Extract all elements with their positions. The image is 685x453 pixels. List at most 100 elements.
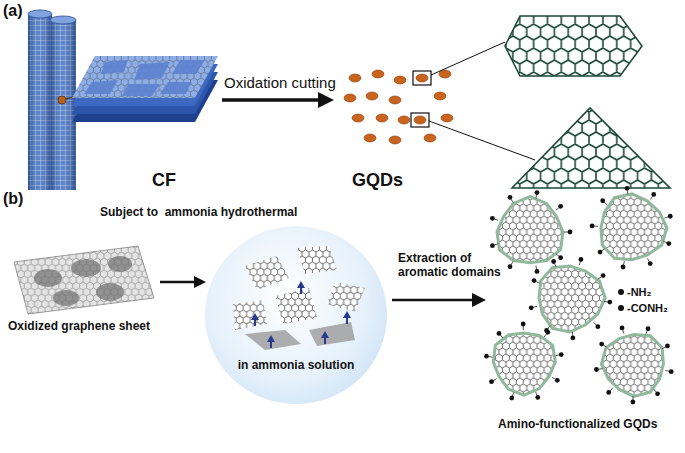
legend-row: -NH₂ <box>618 286 668 298</box>
functional-group <box>551 259 556 264</box>
gqd-lattice <box>601 194 667 260</box>
bond-line <box>535 195 537 199</box>
amino-gqds <box>484 186 674 404</box>
graphene-fragment <box>327 282 365 312</box>
functional-group <box>490 243 495 248</box>
bond-line <box>654 389 656 392</box>
legend-text: -NH₂ <box>627 286 651 298</box>
bond-line <box>646 331 647 335</box>
functional-group <box>599 342 604 347</box>
panel-letter: (b) <box>3 190 23 208</box>
arrow-label: Oxidation cutting <box>224 74 336 91</box>
graphene-fragment <box>297 246 337 274</box>
fragments <box>205 226 387 404</box>
panel-letter: (a) <box>3 2 23 20</box>
gqd-body <box>539 266 605 332</box>
bond-line <box>500 335 503 338</box>
gqd-lattice <box>497 197 563 263</box>
functional-group <box>521 322 526 327</box>
graphene-fragment <box>297 246 337 274</box>
bond-line <box>511 261 513 264</box>
bond-line <box>511 199 513 202</box>
part-label: GQDs <box>352 170 403 191</box>
bond-line <box>533 306 537 308</box>
bond-line <box>627 190 628 194</box>
bond-line <box>544 334 547 337</box>
gqd-dots <box>344 70 453 144</box>
functional-group <box>489 379 494 384</box>
functional-group <box>651 192 656 197</box>
bond-line <box>610 388 613 391</box>
bond-line <box>623 330 624 334</box>
bond-line <box>554 263 556 267</box>
arrow-label: Extraction of aromatic domains <box>398 252 510 280</box>
gqd-body <box>497 197 563 263</box>
gqd-body <box>601 334 663 396</box>
gqd-body <box>601 194 667 260</box>
functional-group <box>648 261 653 266</box>
functional-group <box>668 214 673 219</box>
bond-line <box>555 354 559 356</box>
bond-line <box>493 379 496 381</box>
graphene-shard <box>309 322 355 346</box>
functional-group <box>568 230 573 235</box>
bond-line <box>556 208 559 211</box>
gqd-edge <box>539 266 605 332</box>
bond-line <box>598 277 601 279</box>
bond-line <box>598 368 602 370</box>
bond-line <box>523 326 524 330</box>
bond-line <box>494 219 498 220</box>
functional-group <box>509 396 514 401</box>
bond-line <box>662 347 666 349</box>
bond-line <box>488 356 492 358</box>
functional-group <box>558 255 563 260</box>
functional-group <box>579 257 584 262</box>
functional-group <box>571 335 576 340</box>
bond-line <box>536 281 540 283</box>
bond-line <box>536 392 537 396</box>
bond-line <box>604 301 608 302</box>
functional-group <box>598 250 603 255</box>
functional-group <box>665 344 670 349</box>
bond-line <box>665 217 669 218</box>
graphene-fragment <box>327 282 365 312</box>
process-arrow <box>222 92 334 108</box>
bond-line <box>603 345 606 347</box>
bond-line <box>594 226 598 227</box>
functional-group <box>559 352 564 357</box>
bond-line <box>556 254 559 257</box>
graphene-shard <box>245 330 301 350</box>
graphene-fragment <box>233 300 267 330</box>
functional-group <box>532 278 537 283</box>
gqd-edge <box>601 194 667 260</box>
bond-line <box>602 249 605 251</box>
functional-group <box>594 367 599 372</box>
bond-line <box>512 392 513 396</box>
bond-line <box>650 196 652 199</box>
gqd-lattice <box>601 334 663 396</box>
legend-row: -CONH₂ <box>618 302 668 314</box>
bond-line <box>564 232 568 233</box>
functional-group <box>535 190 540 195</box>
functional-group <box>625 186 630 191</box>
bond-line <box>552 377 556 379</box>
functional-group <box>621 265 626 270</box>
graphene-fragment <box>275 288 317 324</box>
ammonia-molecule <box>297 281 305 288</box>
bond-line <box>647 258 649 262</box>
gqd-lattice <box>539 266 605 332</box>
gqd-edge <box>601 334 663 396</box>
functional-group <box>535 395 540 400</box>
functional-group <box>607 300 612 305</box>
oxidized-sheet <box>14 246 154 314</box>
functional-group <box>558 204 563 209</box>
bond-line <box>663 241 667 243</box>
functional-group <box>545 330 550 335</box>
bond-line <box>665 370 669 372</box>
bond-line <box>572 332 573 336</box>
functional-group <box>601 273 606 278</box>
functional-group <box>508 264 513 269</box>
functional-group <box>655 391 660 396</box>
layered-sheet <box>72 56 218 122</box>
gqd-edge <box>493 333 555 395</box>
